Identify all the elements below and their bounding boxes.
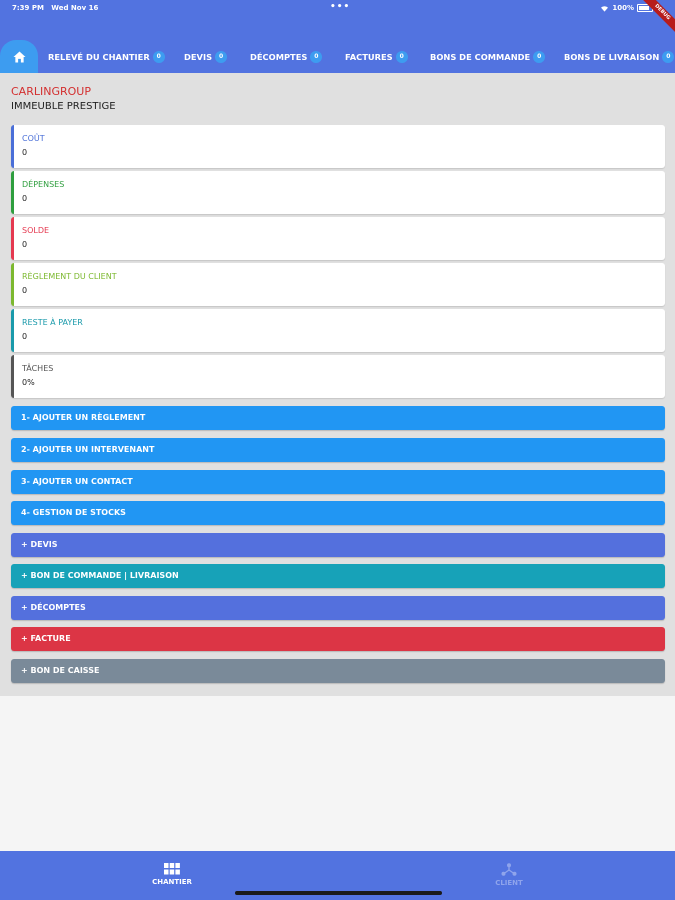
card-label: RÈGLEMENT DU CLIENT bbox=[22, 272, 117, 281]
nav-chantier[interactable]: CHANTIER bbox=[132, 863, 212, 886]
stock-management-button[interactable]: 4- GESTION DE STOCKS bbox=[11, 501, 665, 525]
card-value: 0 bbox=[22, 286, 28, 295]
card-value: 0 bbox=[22, 148, 28, 157]
card-solde: SOLDE 0 bbox=[11, 217, 665, 260]
add-reglement-button[interactable]: 1- AJOUTER UN RÈGLEMENT bbox=[11, 406, 665, 430]
tab-decomptes[interactable]: DÉCOMPTES 0 bbox=[250, 49, 323, 65]
status-bar: 7:39 PM Wed Nov 16 ••• 100% DEBUG bbox=[0, 0, 675, 37]
tab-badge: 0 bbox=[215, 51, 228, 63]
home-icon bbox=[13, 50, 25, 63]
app-header: 7:39 PM Wed Nov 16 ••• 100% DEBUG RELEVÉ… bbox=[0, 0, 675, 73]
card-value: 0% bbox=[22, 378, 35, 387]
grid-icon bbox=[164, 863, 180, 875]
tab-badge: 0 bbox=[152, 51, 165, 63]
card-label: DÉPENSES bbox=[22, 180, 65, 189]
tab-bons-de-commande[interactable]: BONS DE COMMANDE 0 bbox=[430, 49, 546, 65]
add-devis-button[interactable]: + DEVIS bbox=[11, 533, 665, 557]
battery-percent: 100% bbox=[612, 4, 634, 12]
add-facture-button[interactable]: + FACTURE bbox=[11, 627, 665, 651]
add-intervenant-button[interactable]: 2- AJOUTER UN INTERVENANT bbox=[11, 438, 665, 462]
tab-badge: 0 bbox=[662, 51, 675, 63]
company-name: CARLINGROUP bbox=[11, 85, 91, 98]
nav-label: CHANTIER bbox=[152, 878, 192, 886]
add-decomptes-button[interactable]: + DÉCOMPTES bbox=[11, 596, 665, 620]
card-label: TÂCHES bbox=[22, 364, 54, 373]
add-bon-de-caisse-button[interactable]: + BON DE CAISSE bbox=[11, 659, 665, 683]
tab-label: FACTURES bbox=[345, 52, 393, 62]
wifi-icon bbox=[601, 5, 609, 12]
card-taches: TÂCHES 0% bbox=[11, 355, 665, 398]
tab-releve-du-chantier[interactable]: RELEVÉ DU CHANTIER 0 bbox=[48, 49, 165, 65]
share-icon bbox=[501, 863, 517, 876]
card-value: 0 bbox=[22, 240, 28, 249]
card-value: 0 bbox=[22, 194, 28, 203]
tab-label: BONS DE COMMANDE bbox=[430, 52, 531, 62]
card-value: 0 bbox=[22, 332, 28, 341]
tab-bons-de-livraison[interactable]: BONS DE LIVRAISON 0 bbox=[564, 49, 675, 65]
status-time: 7:39 PM Wed Nov 16 bbox=[12, 4, 99, 12]
tab-label: RELEVÉ DU CHANTIER bbox=[48, 52, 150, 62]
status-right: 100% bbox=[600, 4, 653, 12]
tab-badge: 0 bbox=[395, 51, 408, 63]
card-label: SOLDE bbox=[22, 226, 50, 235]
tab-label: DEVIS bbox=[184, 52, 213, 62]
nav-label: CLIENT bbox=[495, 879, 523, 887]
card-reglement-du-client: RÈGLEMENT DU CLIENT 0 bbox=[11, 263, 665, 306]
card-label: RESTE À PAYER bbox=[22, 318, 83, 327]
card-reste-a-payer: RESTE À PAYER 0 bbox=[11, 309, 665, 352]
card-cout: COÛT 0 bbox=[11, 125, 665, 168]
tab-badge: 0 bbox=[533, 51, 546, 63]
add-contact-button[interactable]: 3- AJOUTER UN CONTACT bbox=[11, 470, 665, 494]
tab-label: BONS DE LIVRAISON bbox=[564, 52, 660, 62]
card-depenses: DÉPENSES 0 bbox=[11, 171, 665, 214]
tab-label: DÉCOMPTES bbox=[250, 52, 308, 62]
card-label: COÛT bbox=[22, 134, 45, 143]
tab-bar: RELEVÉ DU CHANTIER 0 DEVIS 0 DÉCOMPTES 0… bbox=[0, 40, 675, 73]
tab-factures[interactable]: FACTURES 0 bbox=[345, 49, 408, 65]
tab-home[interactable] bbox=[0, 40, 38, 73]
project-name: IMMEUBLE PRESTIGE bbox=[11, 101, 116, 112]
tab-devis[interactable]: DEVIS 0 bbox=[184, 49, 228, 65]
add-bon-commande-livraison-button[interactable]: + BON DE COMMANDE | LIVRAISON bbox=[11, 564, 665, 588]
tab-badge: 0 bbox=[310, 51, 323, 63]
home-indicator bbox=[235, 891, 442, 895]
multitask-dots[interactable]: ••• bbox=[330, 2, 351, 12]
main-content: CARLINGROUP IMMEUBLE PRESTIGE COÛT 0 DÉP… bbox=[0, 73, 675, 696]
nav-client[interactable]: CLIENT bbox=[469, 863, 549, 887]
